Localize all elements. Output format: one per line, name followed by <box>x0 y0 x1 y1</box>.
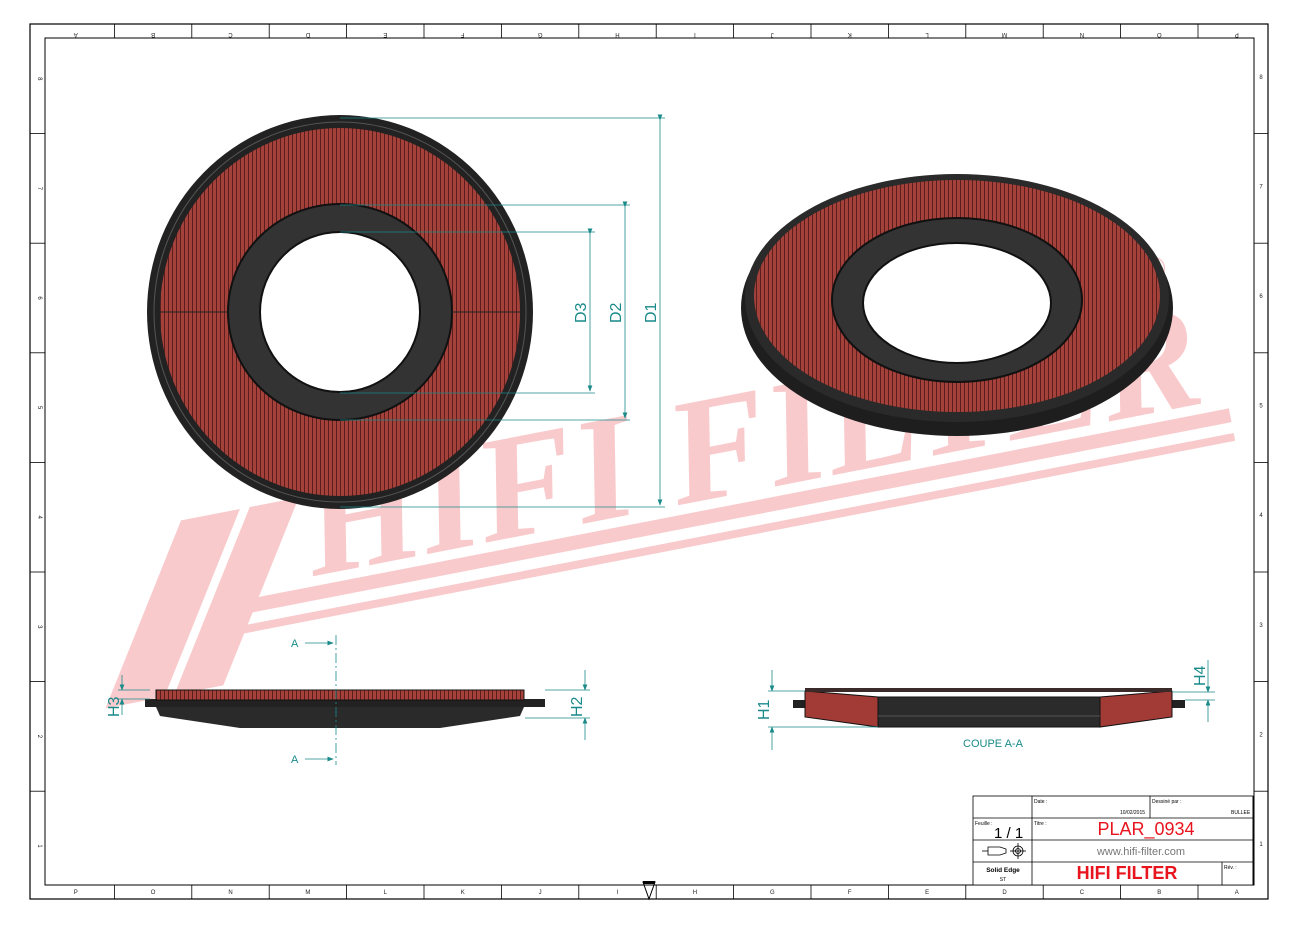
drawing-title: PLAR_0934 <box>1097 819 1194 840</box>
border-label-left: 6 <box>36 296 42 300</box>
border-label-right: 2 <box>1259 732 1263 738</box>
height-dimensions-left <box>118 640 590 762</box>
drawn-by-value: BULLEE <box>1231 810 1251 816</box>
software-version: ST <box>1000 877 1006 883</box>
border-label-top: M <box>1002 31 1007 37</box>
sheet-value: 1 / 1 <box>994 825 1023 842</box>
diameter-dimensions <box>340 114 665 508</box>
border-label-top: H <box>615 31 619 37</box>
border-label-left: 1 <box>36 844 42 848</box>
border-label-left: 7 <box>36 187 42 191</box>
section-marker-a-top: A <box>291 638 299 650</box>
filter-top-view <box>147 115 533 509</box>
sheet-label: Feuille : <box>975 821 993 827</box>
border-label-right: 7 <box>1259 184 1263 190</box>
border-label-left: 2 <box>36 735 42 739</box>
border-label-bottom: C <box>1080 890 1085 896</box>
border-label-top: P <box>1235 31 1239 37</box>
d2-label: D2 <box>608 302 625 323</box>
border-label-bottom: O <box>151 890 156 896</box>
border-label-bottom: K <box>461 890 465 896</box>
drawn-by-label: Dessiné par : <box>1152 799 1181 805</box>
software-name: Solid Edge <box>986 867 1020 874</box>
border-label-bottom: F <box>848 890 852 896</box>
border-label-top: O <box>1157 31 1162 37</box>
border-label-bottom: G <box>770 890 775 896</box>
website: www.hifi-filter.com <box>1096 846 1185 858</box>
border-labels: A P B O C N D M E L F K G J H I I H J G K F L E M D N C O B P A 8 8 7 7 6 6 5 5… <box>36 31 1263 896</box>
border-label-left: 3 <box>36 625 42 629</box>
border-label-right: 8 <box>1259 75 1263 81</box>
border-label-bottom: H <box>693 890 697 896</box>
section-marker-a-bottom: A <box>291 754 299 766</box>
border-label-left: 4 <box>36 516 42 520</box>
h3-label: H3 <box>106 696 123 717</box>
date-value: 10/02/2015 <box>1120 810 1145 816</box>
inner-frame <box>44 37 1255 886</box>
date-label: Date : <box>1034 799 1047 805</box>
border-label-top: E <box>383 31 387 37</box>
border-label-top: I <box>694 31 696 37</box>
h2-label: H2 <box>569 696 586 717</box>
border-label-bottom: B <box>1157 890 1161 896</box>
border-label-top: G <box>537 31 542 37</box>
border-label-bottom: M <box>305 890 310 896</box>
h4-label: H4 <box>1192 665 1209 686</box>
border-label-top: D <box>305 31 310 37</box>
border-label-right: 1 <box>1259 842 1263 848</box>
border-label-bottom: A <box>1235 890 1239 896</box>
border-label-bottom: N <box>228 890 232 896</box>
filter-isometric-view <box>741 174 1173 436</box>
border-label-top: F <box>461 31 465 37</box>
border-label-top: C <box>228 31 233 37</box>
border-label-top: K <box>848 31 852 37</box>
brand-name: HIFI FILTER <box>1077 863 1178 883</box>
h1-label: H1 <box>756 699 773 720</box>
title-label: Titre : <box>1034 821 1047 827</box>
border-label-top: A <box>74 31 78 37</box>
border-label-left: 5 <box>36 406 42 410</box>
border-label-bottom: I <box>617 890 619 896</box>
height-dimensions-section <box>768 660 1215 750</box>
border-label-top: N <box>1080 31 1084 37</box>
border-label-left: 8 <box>36 77 42 81</box>
border-label-right: 3 <box>1259 623 1263 629</box>
filter-side-view <box>145 635 545 765</box>
border-label-bottom: J <box>539 890 542 896</box>
border-label-top: L <box>925 31 929 37</box>
revision-label: Rév. : <box>1224 865 1237 871</box>
border-ticks <box>30 24 1268 899</box>
filter-section-view <box>793 688 1185 728</box>
section-caption: COUPE A-A <box>963 738 1024 750</box>
projection-symbol-icon <box>982 843 1026 859</box>
border-label-top: J <box>771 31 774 37</box>
border-label-bottom: P <box>74 890 78 896</box>
border-label-top: B <box>151 31 155 37</box>
border-label-right: 5 <box>1259 404 1263 410</box>
border-label-bottom: D <box>1002 890 1007 896</box>
border-label-bottom: E <box>925 890 929 896</box>
border-label-right: 4 <box>1259 513 1263 519</box>
d3-label: D3 <box>573 302 590 323</box>
border-label-right: 6 <box>1259 294 1263 300</box>
d1-label: D1 <box>643 302 660 323</box>
border-label-bottom: L <box>384 890 388 896</box>
title-block <box>972 795 1254 886</box>
